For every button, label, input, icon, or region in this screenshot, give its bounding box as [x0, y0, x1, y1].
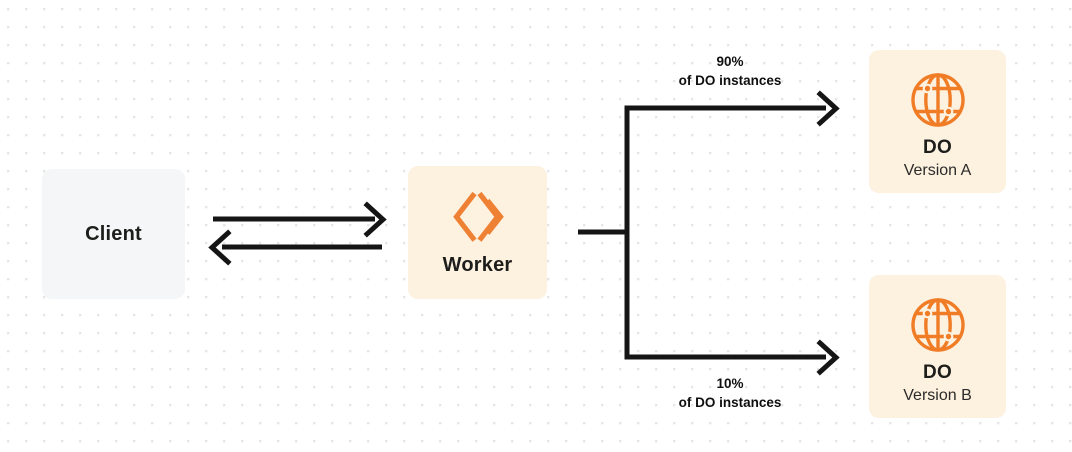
- edge-label-bottom-percent: 10%: [716, 376, 744, 391]
- branch-trunk: [578, 105, 630, 360]
- node-do-version-b[interactable]: DO Version B: [869, 275, 1006, 418]
- edge-label-bottom-description: of DO instances: [678, 395, 782, 410]
- cloudflare-workers-icon: [452, 191, 504, 242]
- node-do-version-a[interactable]: DO Version A: [869, 50, 1006, 193]
- edge-label-top-description: of DO instances: [678, 73, 782, 88]
- edge-label-bottom: 10% of DO instances: [640, 374, 820, 412]
- node-do-b-title: DO: [923, 362, 952, 383]
- node-do-a-title: DO: [923, 137, 952, 158]
- arrow-client-to-worker: [213, 201, 387, 238]
- arrow-worker-to-do-b: [625, 339, 840, 376]
- edge-label-top-percent: 90%: [716, 54, 744, 69]
- arrow-worker-to-do-a: [625, 90, 840, 127]
- node-client-title: Client: [85, 222, 142, 245]
- node-client[interactable]: Client: [42, 169, 185, 299]
- worker-icon-wrap: [449, 188, 507, 246]
- do-a-icon-wrap: [907, 69, 969, 131]
- edge-label-top: 90% of DO instances: [640, 52, 820, 90]
- do-b-icon-wrap: [907, 294, 969, 356]
- node-do-a-subtitle: Version A: [903, 162, 972, 179]
- node-worker[interactable]: Worker: [408, 166, 547, 299]
- node-do-b-subtitle: Version B: [903, 387, 972, 404]
- node-worker-title: Worker: [442, 254, 513, 276]
- arrow-worker-to-client: [208, 229, 382, 266]
- durable-object-globe-icon: [910, 73, 965, 127]
- durable-object-globe-icon: [910, 298, 965, 352]
